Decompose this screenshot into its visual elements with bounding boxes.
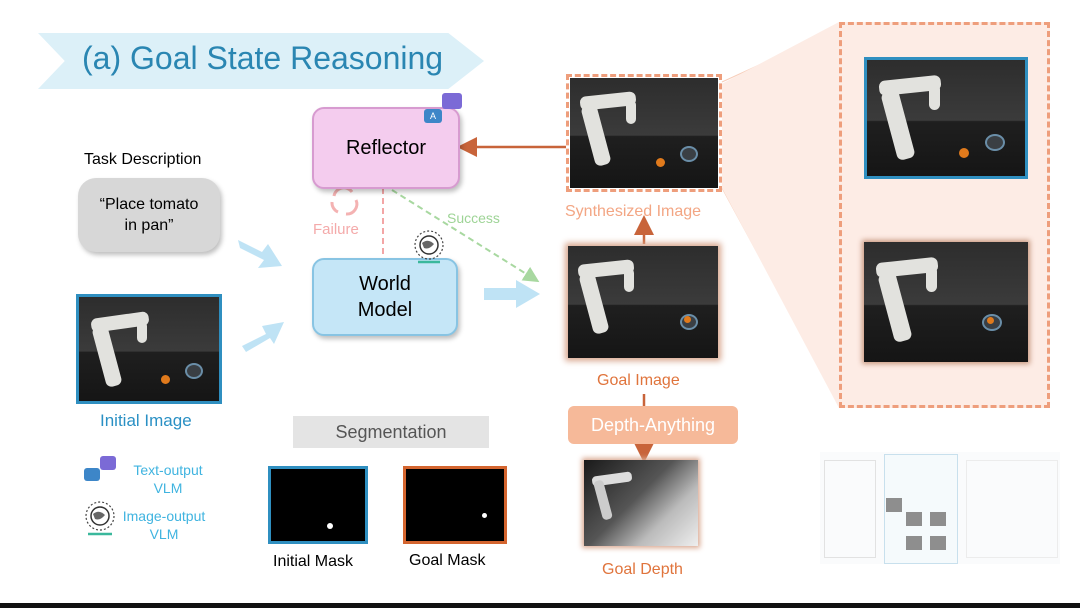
segmentation-header: Segmentation xyxy=(293,416,489,448)
initial-mask xyxy=(268,466,368,544)
goal-image-label: Goal Image xyxy=(597,372,680,389)
legend-text-vlm-icon xyxy=(82,456,118,486)
goal-mask-label: Goal Mask xyxy=(409,552,486,569)
page-title: (a) Goal State Reasoning xyxy=(82,40,444,76)
success-label: Success xyxy=(447,210,500,226)
task-to-world-arrow xyxy=(238,240,282,268)
legend-text-vlm: Text-output VLM xyxy=(133,462,203,496)
task-text: “Place tomato in pan” xyxy=(99,196,199,234)
failure-cycle-icon xyxy=(330,186,359,216)
legend-image-vlm-icon xyxy=(80,500,120,540)
synthesized-frame xyxy=(566,74,722,192)
image-to-world-arrow xyxy=(242,322,284,352)
title-banner xyxy=(38,33,484,89)
world-to-goal-arrow xyxy=(484,280,540,308)
image-vlm-icon xyxy=(410,228,448,266)
initial-image-label: Initial Image xyxy=(100,411,192,430)
depth-anything-box: Depth-Anything xyxy=(568,406,738,444)
zoom-synthesized-image xyxy=(864,57,1028,179)
world-model-label: World Model xyxy=(357,273,413,321)
success-line xyxy=(391,189,540,283)
footer-divider xyxy=(0,603,1080,608)
synthesized-label: Synthesized Image xyxy=(565,203,702,220)
synthesized-image xyxy=(570,78,718,188)
goal-mask xyxy=(403,466,507,544)
slide-thumbnail xyxy=(820,452,1060,564)
failure-label: Failure xyxy=(313,221,359,238)
legend-image-vlm: Image-output VLM xyxy=(122,508,206,542)
task-description-heading: Task Description xyxy=(84,151,202,168)
goal-image xyxy=(568,246,718,358)
initial-mask-label: Initial Mask xyxy=(273,553,354,570)
task-description-box: “Place tomato in pan” xyxy=(78,178,220,252)
depth-anything-label: Depth-Anything xyxy=(590,414,716,435)
goal-depth-label: Goal Depth xyxy=(602,561,683,578)
world-model-box: World Model xyxy=(312,258,458,336)
zoom-goal-image xyxy=(864,242,1028,362)
goal-depth-image xyxy=(584,460,698,546)
reflector-label: Reflector xyxy=(345,136,427,159)
segmentation-label: Segmentation xyxy=(335,421,447,442)
initial-image xyxy=(76,294,222,404)
